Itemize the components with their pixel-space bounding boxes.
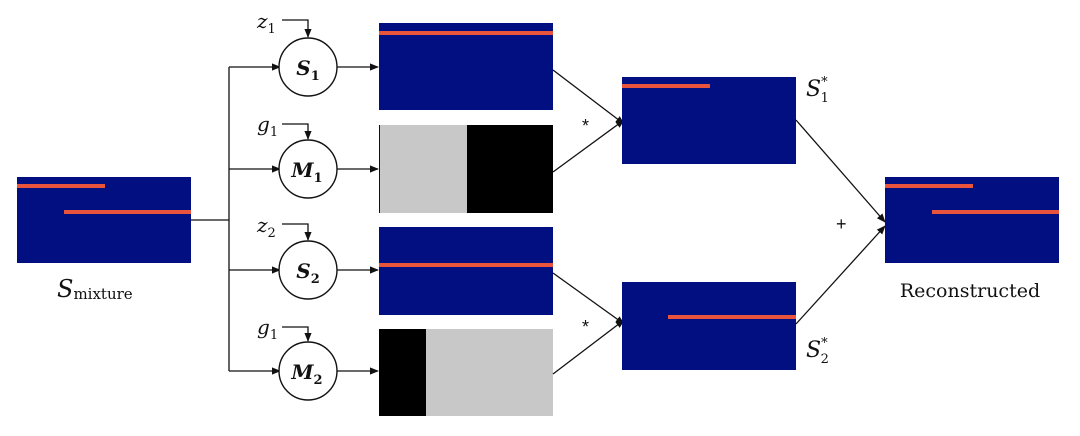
source-spectrogram-1 [379, 23, 553, 110]
separated-spectrogram-2 [622, 282, 796, 370]
branch-m2: g1 M2 [257, 315, 553, 416]
input-z1: z1 [256, 9, 276, 37]
input-g1-bottom: g1 [257, 315, 278, 343]
mask-2 [379, 329, 553, 416]
add-operator: + [836, 214, 847, 234]
mixture-source-line-2 [64, 210, 191, 214]
output-s2-label: S*2 [806, 336, 829, 367]
node-s2-label: S2 [296, 259, 320, 287]
input-z1-sub: 1 [268, 22, 276, 37]
branch-s1: z1 S1 [256, 9, 553, 110]
input-z1-letter: z [256, 9, 268, 33]
reconstructed-label: Reconstructed [900, 280, 1040, 302]
node-m2-label: M2 [290, 360, 322, 388]
multiply-operator-bottom: * [582, 317, 589, 337]
mixture-label-subscript: mixture [73, 285, 132, 303]
node-m1-label: M1 [290, 158, 322, 186]
input-z2: z2 [256, 213, 276, 241]
reconstructed-spectrogram [885, 177, 1059, 263]
mixture-label-symbol: S [57, 275, 73, 303]
multiply-connectors [552, 69, 625, 375]
mixture-label: Smixture [57, 275, 133, 303]
output-s1-label: S*1 [806, 75, 829, 106]
input-g1-top: g1 [257, 112, 278, 140]
node-s1-label: S1 [296, 56, 320, 84]
sum-connectors [795, 119, 886, 325]
branch-s2: z2 S2 [256, 213, 553, 315]
mixture-spectrogram-bg [17, 177, 191, 263]
multiply-operator-top: * [582, 116, 589, 136]
mask-1 [379, 125, 553, 213]
separated-spectrogram-1 [622, 77, 796, 164]
source-spectrogram-2 [379, 227, 553, 315]
mixture-spectrogram [17, 177, 191, 263]
fan-out-connectors [191, 63, 281, 375]
branch-m1: g1 M1 [257, 112, 553, 213]
mixture-source-line-1 [17, 184, 105, 188]
